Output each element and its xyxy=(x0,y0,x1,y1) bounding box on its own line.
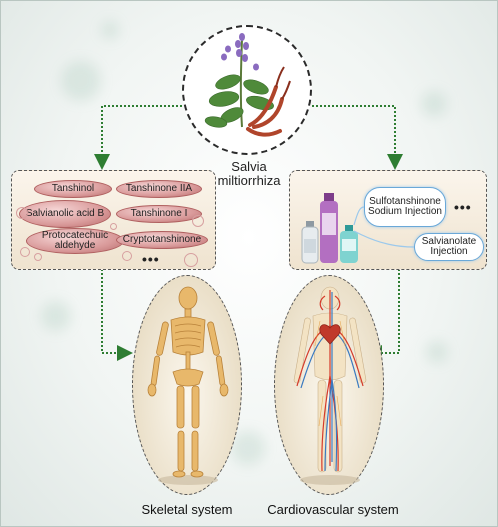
caption-skeletal-system: Skeletal system xyxy=(141,502,233,517)
bokeh-dot xyxy=(426,341,448,363)
decor-ring xyxy=(184,253,198,267)
decor-ring xyxy=(122,251,132,261)
compound-salvianolic-acid-b: Salvianolic acid B xyxy=(19,200,111,228)
decor-ring xyxy=(16,207,28,219)
caption-cardiovascular-system: Cardiovascular system xyxy=(267,502,399,517)
compounds-panel: Tanshinol Tanshinone IIA Salvianolic aci… xyxy=(11,170,216,270)
compound-tanshinone-iia: Tanshinone IIA xyxy=(116,180,202,198)
vials-illustration xyxy=(301,193,358,264)
decor-ring xyxy=(20,247,30,257)
compound-tanshinone-i: Tanshinone I xyxy=(116,205,202,223)
bokeh-dot xyxy=(421,91,447,117)
herb-name-line2: miltiorrhiza xyxy=(217,173,281,188)
injection-sulfotanshinone: Sulfotanshinone Sodium Injection xyxy=(364,187,446,227)
injections-ellipsis: ••• xyxy=(454,199,472,215)
compound-tanshinol: Tanshinol xyxy=(34,180,112,198)
herb-name-line1: Salvia xyxy=(231,159,267,174)
injections-panel: Sulfotanshinone Sodium Injection Salvian… xyxy=(289,170,487,270)
decor-ring xyxy=(192,215,204,227)
skeletal-oval xyxy=(132,275,242,495)
herb-name: Salvia miltiorrhiza xyxy=(207,160,291,188)
cardiovascular-illustration xyxy=(293,286,367,485)
decor-ring xyxy=(34,253,42,261)
injection-salvianolate: Salvianolate Injection xyxy=(414,233,484,261)
injection-connectors xyxy=(353,206,415,248)
bokeh-dot xyxy=(41,301,71,331)
cardiovascular-oval xyxy=(274,275,384,495)
herb-illustration xyxy=(182,25,312,155)
bokeh-dot xyxy=(101,21,119,39)
compound-protocatechuic-aldehyde: Protocatechuic aldehyde xyxy=(26,228,124,254)
compounds-ellipsis: ••• xyxy=(142,251,160,267)
decor-ring xyxy=(110,223,117,230)
compound-cryptotanshinone: Cryptotanshinone xyxy=(116,231,208,249)
skeleton-illustration xyxy=(147,286,229,485)
bokeh-dot xyxy=(61,61,101,101)
